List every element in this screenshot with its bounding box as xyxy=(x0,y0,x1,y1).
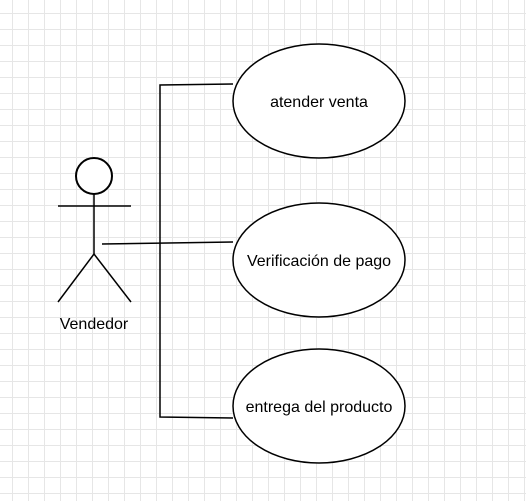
use-case-verificacion-de-pago[interactable]: Verificación de pago xyxy=(232,202,406,318)
use-case-entrega-del-producto[interactable]: entrega del producto xyxy=(232,348,406,464)
use-case-label: entrega del producto xyxy=(246,399,393,416)
actor-left-leg xyxy=(57,253,95,303)
association-verificacion-de-pago[interactable] xyxy=(101,241,234,245)
use-case-label: atender venta xyxy=(270,94,368,111)
actor-head xyxy=(75,157,113,195)
use-case-atender-venta[interactable]: atender venta xyxy=(232,43,406,159)
use-case-ellipse xyxy=(232,43,406,159)
use-case-ellipse xyxy=(232,202,406,318)
actor-right-leg xyxy=(93,253,132,303)
actor-vendedor[interactable]: Vendedor xyxy=(57,157,132,333)
use-case-label: Verificación de pago xyxy=(247,253,391,270)
actor-label: Vendedor xyxy=(60,316,129,333)
association-atender-venta[interactable] xyxy=(159,83,234,419)
use-case-ellipse xyxy=(232,348,406,464)
association-lines xyxy=(101,83,234,419)
